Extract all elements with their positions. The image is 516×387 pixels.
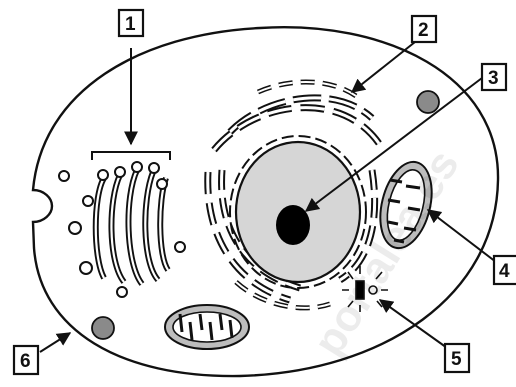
vesicle-dark-top [417, 91, 439, 113]
label-5: 5 [451, 349, 462, 370]
nucleolus [276, 205, 310, 245]
label-2: 2 [418, 20, 429, 41]
label-1: 1 [125, 14, 136, 35]
label-6: 6 [20, 351, 31, 372]
label-6-arrow [40, 333, 70, 352]
mitochondrion-bottom [165, 305, 249, 349]
vesicle-dark-bottom [92, 317, 114, 339]
label-3: 3 [488, 68, 499, 89]
label-4: 4 [499, 261, 510, 282]
